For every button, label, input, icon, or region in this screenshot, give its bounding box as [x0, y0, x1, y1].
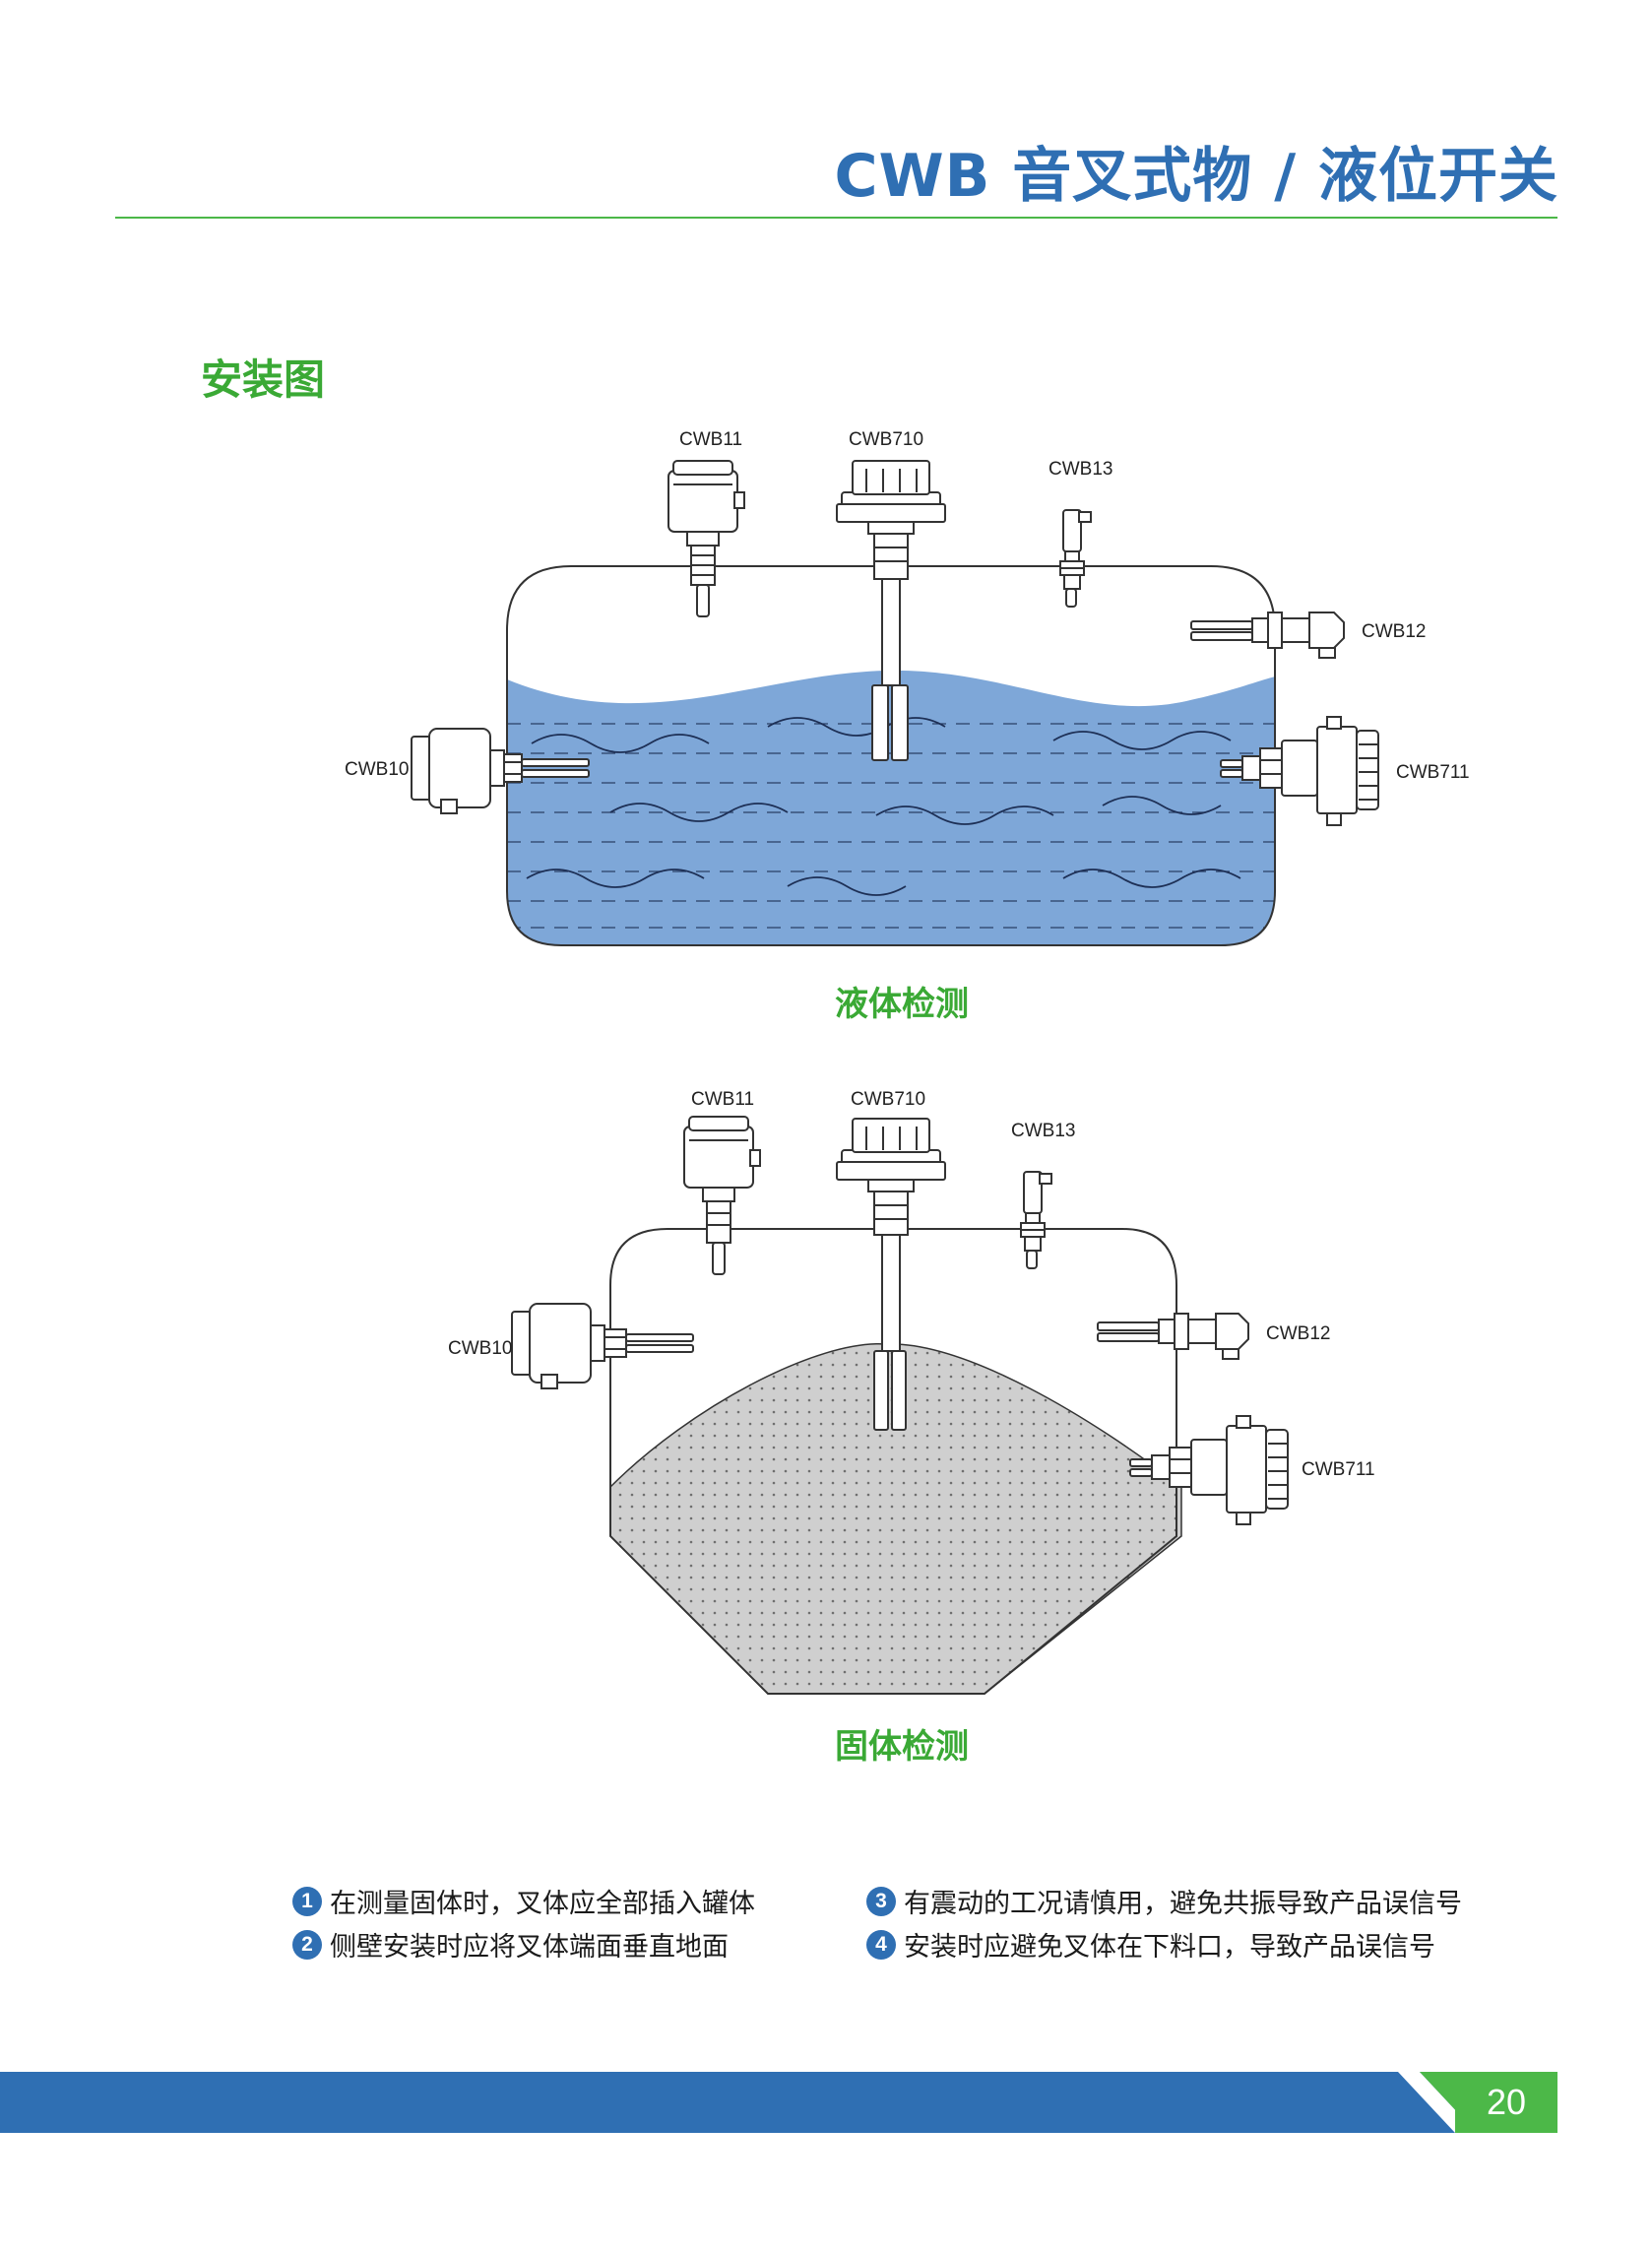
note-item: 3 有震动的工况请慎用，避免共振导致产品误信号: [866, 1882, 1462, 1920]
solid-label-cwb710: CWB710: [851, 1089, 925, 1110]
note-text: 侧壁安装时应将叉体端面垂直地面: [330, 1932, 729, 1963]
title-divider: [115, 217, 1557, 219]
solid-label-cwb12: CWB12: [1266, 1323, 1330, 1344]
liquid-label-cwb10: CWB10: [345, 759, 409, 780]
solid-cwb711-sensor: [1129, 1415, 1289, 1525]
note-number-badge: 2: [292, 1929, 322, 1960]
liquid-waves: [526, 717, 1241, 896]
liquid-cwb711-sensor: [1220, 716, 1379, 826]
liquid-label-cwb710: CWB710: [849, 429, 923, 450]
note-text: 有震动的工况请慎用，避免共振导致产品误信号: [904, 1889, 1462, 1919]
note-item: 1 在测量固体时，叉体应全部插入罐体: [292, 1882, 755, 1920]
liquid-label-cwb12: CWB12: [1362, 621, 1426, 642]
solid-label-cwb11: CWB11: [691, 1089, 754, 1110]
page-number: 20: [1455, 2072, 1557, 2133]
liquid-tank-outline: [506, 565, 1276, 946]
solid-cwb10-sensor: [511, 1303, 694, 1389]
note-text: 安装时应避免叉体在下料口，导致产品误信号: [904, 1932, 1435, 1963]
liquid-caption: 液体检测: [835, 985, 969, 1024]
liquid-label-cwb711: CWB711: [1396, 762, 1470, 783]
note-number-badge: 3: [866, 1886, 896, 1916]
note-number-badge: 4: [866, 1929, 896, 1960]
solid-label-cwb711: CWB711: [1302, 1459, 1375, 1480]
liquid-label-cwb11: CWB11: [679, 429, 742, 450]
liquid-cwb710-sensor: [836, 460, 946, 761]
liquid-cwb12-sensor: [1190, 612, 1345, 659]
solid-tank-outline: [609, 1228, 1177, 1695]
solid-cwb13-sensor: [1020, 1171, 1052, 1269]
solid-label-cwb10: CWB10: [448, 1338, 512, 1359]
liquid-label-cwb13: CWB13: [1048, 459, 1112, 480]
solid-cwb11-sensor: [683, 1116, 761, 1275]
liquid-tank: [506, 565, 1276, 946]
note-text: 在测量固体时，叉体应全部插入罐体: [330, 1889, 755, 1919]
liquid-fill: [507, 671, 1275, 945]
section-heading: 安装图: [201, 355, 326, 404]
liquid-cwb10-sensor: [411, 728, 590, 814]
page-title: CWB 音叉式物 / 液位开关: [834, 142, 1558, 211]
note-item: 4 安装时应避免叉体在下料口，导致产品误信号: [866, 1925, 1435, 1964]
solid-cwb710-sensor: [836, 1118, 946, 1431]
liquid-cwb13-sensor: [1059, 509, 1092, 608]
solid-caption: 固体检测: [835, 1727, 969, 1767]
solid-label-cwb13: CWB13: [1011, 1121, 1075, 1141]
note-number-badge: 1: [292, 1886, 322, 1916]
note-item: 2 侧壁安装时应将叉体端面垂直地面: [292, 1925, 729, 1964]
liquid-cwb11-sensor: [667, 460, 745, 617]
footer-bar: [0, 2072, 1455, 2133]
solid-cwb12-sensor: [1097, 1313, 1249, 1360]
